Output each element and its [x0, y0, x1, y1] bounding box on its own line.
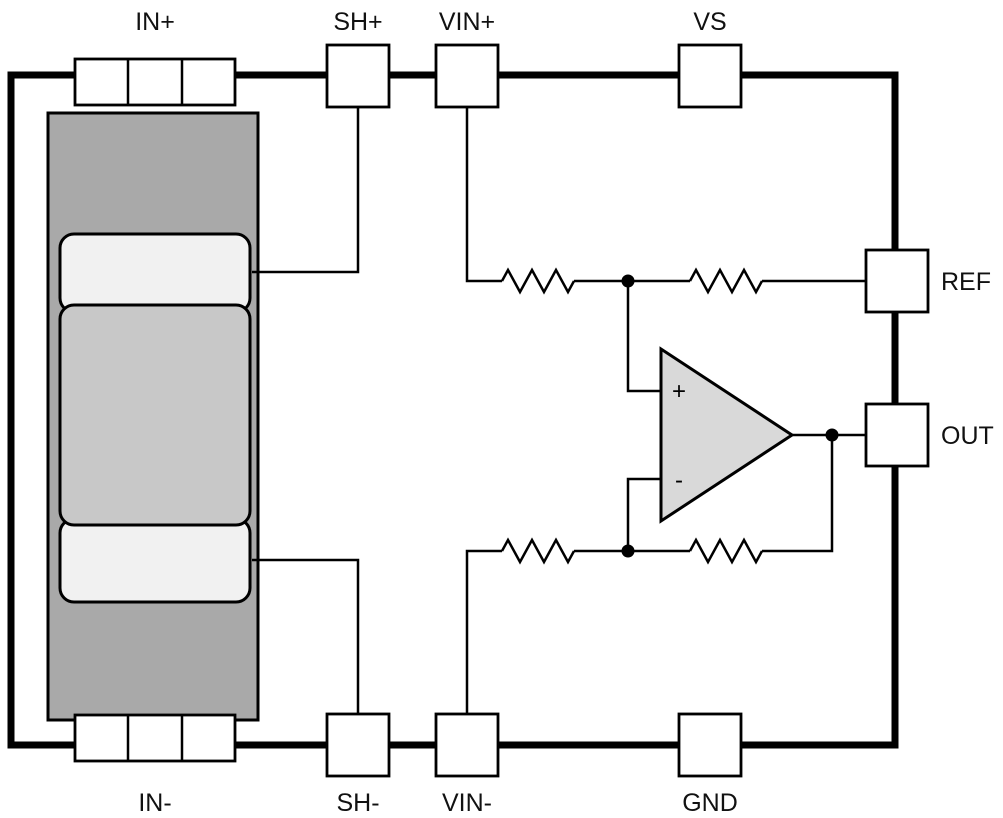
label-in-minus: IN- — [138, 789, 171, 817]
pin-out-pad — [864, 402, 930, 468]
pins — [73, 43, 930, 778]
resistor-input-top — [500, 268, 576, 294]
wire-to-noninverting-input — [626, 281, 661, 393]
wire-to-inverting-input — [626, 477, 661, 551]
pin-vin-minus-pad — [434, 712, 500, 778]
node-dot-output — [825, 428, 839, 442]
opamp: + - — [659, 346, 795, 524]
shunt-sense-pad-top — [58, 232, 252, 314]
pin-in-minus-pad — [73, 713, 237, 763]
label-vin-minus: VIN- — [442, 789, 492, 817]
node-dot-top — [621, 274, 635, 288]
wire-feedback-to-output — [762, 435, 834, 553]
label-in-plus: IN+ — [135, 8, 175, 36]
shunt-sense-pad-bottom — [58, 517, 252, 604]
label-sh-plus: SH+ — [333, 8, 382, 36]
opamp-inverting-sign: - — [675, 467, 683, 494]
label-vs: VS — [693, 8, 726, 36]
pin-gnd-pad — [677, 712, 743, 778]
wire-shunt-to-sh-plus — [252, 107, 360, 274]
shunt-resistor — [46, 111, 260, 722]
opamp-triangle — [659, 346, 795, 524]
shunt-center-element — [58, 303, 252, 527]
label-out: OUT — [941, 422, 994, 450]
resistor-input-bottom — [500, 538, 576, 564]
wires — [252, 107, 866, 713]
resistor-feedback-bottom — [688, 538, 764, 564]
pin-ref-pad — [864, 248, 930, 314]
resistor-feedback-top — [688, 268, 764, 294]
wire-vin-minus-input — [465, 549, 502, 713]
pin-vin-plus-pad — [434, 43, 500, 109]
pin-vs-pad — [677, 43, 743, 109]
label-vin-plus: VIN+ — [439, 8, 495, 36]
pin-in-plus-block — [73, 57, 237, 107]
opamp-noninverting-sign: + — [672, 378, 686, 405]
node-dot-bottom — [621, 544, 635, 558]
label-gnd: GND — [682, 789, 738, 817]
wire-shunt-to-sh-minus — [252, 558, 360, 713]
label-sh-minus: SH- — [336, 789, 379, 817]
pin-sh-minus-pad — [325, 712, 391, 778]
pin-in-plus-pad — [73, 57, 237, 107]
pin-in-minus-block — [73, 713, 237, 763]
pin-sh-plus-pad — [325, 43, 391, 109]
label-ref: REF — [941, 268, 991, 296]
wire-vin-plus-input — [465, 107, 502, 283]
pin-labels: IN+ SH+ VIN+ VS REF OUT IN- SH- VIN- GND — [135, 8, 994, 817]
